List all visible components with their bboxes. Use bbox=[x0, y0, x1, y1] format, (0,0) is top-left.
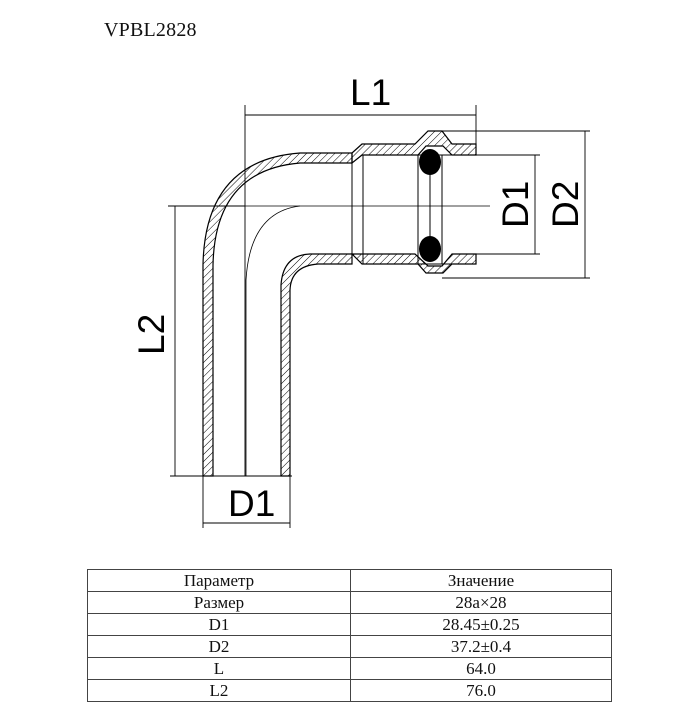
cell-value: 76.0 bbox=[350, 679, 612, 702]
inner-wall bbox=[280, 253, 353, 477]
header-param: Параметр bbox=[87, 569, 351, 592]
cell-param: D1 bbox=[87, 613, 351, 636]
cell-value: 37.2±0.4 bbox=[350, 635, 612, 658]
table-row: L2 76.0 bbox=[87, 679, 612, 702]
label-l2: L2 bbox=[131, 314, 172, 355]
socket-upper-wall bbox=[351, 130, 477, 165]
label-d2: D2 bbox=[545, 181, 586, 228]
dimension-d1-bottom bbox=[202, 476, 291, 528]
table-row: L 64.0 bbox=[87, 657, 612, 680]
cell-param: L2 bbox=[87, 679, 351, 702]
table-header-row: Параметр Значение bbox=[87, 569, 612, 592]
cell-param: Размер bbox=[87, 591, 351, 614]
o-ring-top bbox=[419, 149, 441, 175]
label-d1-right: D1 bbox=[495, 181, 536, 228]
product-code: VPBL2828 bbox=[104, 19, 197, 41]
label-l1: L1 bbox=[350, 72, 391, 113]
outer-wall bbox=[202, 152, 353, 477]
dimension-l2 bbox=[168, 205, 292, 477]
cell-value: 28a×28 bbox=[350, 591, 612, 614]
label-d1-bottom: D1 bbox=[228, 483, 275, 524]
spec-table: Параметр Значение Размер 28a×28 D1 28.45… bbox=[87, 569, 612, 702]
cell-value: 28.45±0.25 bbox=[350, 613, 612, 636]
header-value: Значение bbox=[350, 569, 612, 592]
table-row: D1 28.45±0.25 bbox=[87, 613, 612, 636]
dimension-d1-right bbox=[476, 154, 540, 255]
o-ring-bottom bbox=[419, 236, 441, 262]
cell-value: 64.0 bbox=[350, 657, 612, 680]
cell-param: D2 bbox=[87, 635, 351, 658]
socket-inner-lines bbox=[351, 154, 476, 265]
table-row: D2 37.2±0.4 bbox=[87, 635, 612, 658]
cell-param: L bbox=[87, 657, 351, 680]
dimension-l1 bbox=[244, 105, 477, 476]
dimension-d2 bbox=[442, 130, 590, 279]
table-row: Размер 28a×28 bbox=[87, 591, 612, 614]
